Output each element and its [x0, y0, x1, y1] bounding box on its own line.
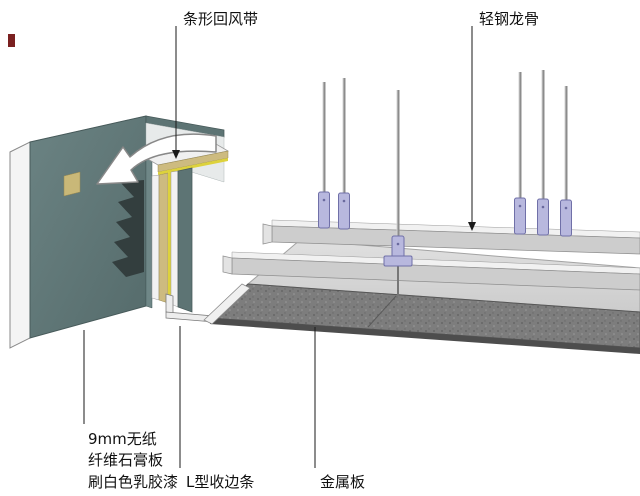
- clip-hole: [396, 242, 400, 246]
- label-gypsum-line1: 9mm无纸: [88, 430, 157, 448]
- hanger-rods: [322, 70, 568, 238]
- board-layer-white-2: [170, 170, 179, 308]
- leader-arrowhead: [468, 222, 476, 231]
- label-gypsum-line3: 刷白色乳胶漆: [88, 473, 178, 491]
- main-carrier-end-cap: [262, 223, 273, 245]
- top-cap-seal-strip: [158, 158, 228, 175]
- label-gypsum-line2: 纤维石膏板: [88, 451, 163, 469]
- edge-trim-strip: [203, 283, 251, 325]
- board-layer-seal: [168, 172, 171, 304]
- clip-hole: [541, 205, 545, 209]
- hanger-clip: [318, 191, 330, 229]
- hanger-clip: [560, 199, 572, 237]
- label-return-air-strip: 条形回风带: [183, 10, 258, 28]
- hanger-clip: [514, 197, 526, 235]
- cross-carrier-end-cap: [222, 255, 233, 275]
- hanger-clip: [338, 192, 350, 230]
- leader-arrowhead: [172, 150, 180, 159]
- l-trim-vertical-leg: [165, 293, 174, 315]
- label-metal-panel: 金属板: [320, 473, 365, 491]
- metal-panel-front-edge: [210, 318, 640, 354]
- gypsum-board-sandwich: [144, 143, 230, 323]
- t-connector-flange: [383, 255, 413, 267]
- hanger-rod-highlights: [322, 70, 566, 238]
- clip-hole: [342, 199, 346, 203]
- clip-hole: [322, 198, 326, 202]
- panel-seam: [367, 295, 397, 328]
- clip-hole: [518, 204, 522, 208]
- board-layer-white-1: [151, 174, 160, 301]
- board-layer-wood-core: [158, 172, 169, 304]
- white-gypsum-panel-face: [9, 141, 31, 349]
- hanger-clip: [537, 198, 549, 236]
- leader-lines: [83, 26, 476, 468]
- clip-hole: [564, 206, 568, 210]
- label-light-steel-keel: 轻钢龙骨: [479, 10, 539, 28]
- clip-holes: [322, 198, 568, 246]
- label-l-edge-trim: L型收边条: [186, 473, 254, 491]
- board-layer-teal-face: [177, 167, 193, 313]
- serrated-return-air-slot: [112, 180, 144, 277]
- wood-blocking: [63, 171, 81, 197]
- corner-mark: [8, 34, 15, 47]
- hanger-clips: [318, 191, 572, 267]
- airflow-curved-arrow: [96, 133, 217, 185]
